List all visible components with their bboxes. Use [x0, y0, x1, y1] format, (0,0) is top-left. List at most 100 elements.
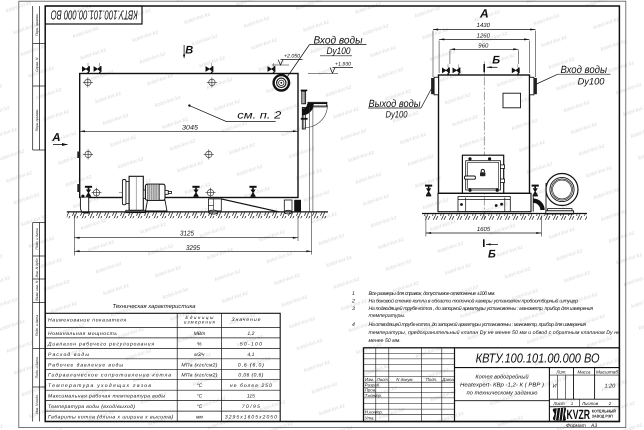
svg-text:Наименование показателя: Наименование показателя	[48, 318, 126, 324]
svg-text:Б: Б	[488, 249, 496, 261]
svg-text:МПа (кгс/см2): МПа (кгс/см2)	[181, 362, 217, 368]
svg-text:Вход воды: Вход воды	[561, 64, 608, 76]
svg-text:1,2: 1,2	[247, 331, 254, 337]
svg-text:Справ. N: Справ. N	[35, 57, 39, 72]
svg-text:Масса: Масса	[578, 370, 592, 375]
svg-text:Взам. инв. N: Взам. инв. N	[35, 280, 39, 300]
svg-text:А: А	[479, 7, 489, 21]
svg-text:Подп. и дата: Подп. и дата	[35, 315, 39, 336]
svg-text:На боковой стенке котла в обла: На боковой стенке котла в области топочн…	[369, 299, 579, 305]
svg-text:А3: А3	[590, 423, 597, 429]
svg-text:Единицы: Единицы	[185, 315, 214, 320]
svg-text:Инв. N подл.: Инв. N подл.	[35, 394, 39, 414]
svg-text:Вход воды: Вход воды	[314, 35, 363, 47]
svg-text:Подп.: Подп.	[426, 377, 437, 382]
svg-text:2: 2	[608, 401, 612, 406]
svg-text:температуры.: температуры.	[369, 313, 406, 319]
svg-text:1:20: 1:20	[604, 383, 616, 389]
svg-text:+2.050: +2.050	[284, 54, 300, 60]
svg-text:Котел водогрейный: Котел водогрейный	[475, 374, 528, 381]
svg-text:1: 1	[352, 291, 355, 297]
svg-text:Формат: Формат	[566, 423, 586, 429]
svg-text:Т.контр.: Т.контр.	[365, 393, 382, 398]
svg-text:0,6 (6,0): 0,6 (6,0)	[238, 362, 264, 368]
svg-text:Гидравлическое сопротивление к: Гидравлическое сопротивление котла	[48, 373, 171, 379]
svg-text:1605: 1605	[477, 226, 491, 233]
svg-text:Heatexpert- КВр -1,2- К ( РВР: Heatexpert- КВр -1,2- К ( РВР )	[460, 381, 544, 388]
svg-text:Рабочее давление воды: Рабочее давление воды	[48, 362, 123, 368]
svg-text:3: 3	[352, 306, 355, 312]
svg-text:0,06 (0,6): 0,06 (0,6)	[238, 373, 263, 379]
svg-text:115: 115	[247, 394, 255, 400]
svg-text:Разраб.: Разраб.	[365, 382, 381, 387]
svg-text:4,1: 4,1	[247, 352, 254, 358]
svg-text:°С: °С	[197, 394, 203, 400]
svg-text:3125: 3125	[180, 230, 194, 237]
svg-text:МВт: МВт	[194, 331, 206, 337]
svg-text:Масштаб: Масштаб	[596, 370, 619, 375]
svg-text:4: 4	[352, 322, 355, 328]
svg-text:Перв. примен.: Перв. примен.	[35, 13, 39, 36]
svg-text:+1.930: +1.930	[335, 62, 351, 68]
svg-text:Н.контр.: Н.контр.	[365, 410, 383, 415]
svg-text:Температура уходящих газов: Температура уходящих газов	[48, 383, 151, 389]
svg-text:Перв. примен.: Перв. примен.	[35, 109, 39, 132]
svg-text:На подводящей трубе котла ,: На подводящей трубе котла , до запорной …	[369, 306, 594, 312]
svg-text:Листов: Листов	[581, 401, 599, 406]
svg-text:Расход воды: Расход воды	[48, 352, 89, 358]
svg-text:Лит.: Лит.	[555, 370, 566, 375]
svg-text:Выход воды: Выход воды	[369, 98, 421, 110]
svg-text:Все размеры для справок, допус: Все размеры для справок, допустимое откл…	[369, 291, 496, 297]
svg-text:°С: °С	[197, 404, 203, 410]
svg-text:м3/ч: м3/ч	[194, 352, 205, 358]
svg-text:3045: 3045	[182, 124, 198, 131]
svg-text:А: А	[51, 132, 60, 144]
svg-text:1: 1	[571, 401, 574, 406]
svg-text:Подп. и дата: Подп. и дата	[35, 228, 39, 249]
svg-text:Габариты котла (длина х ширина: Габариты котла (длина х ширина х высота)	[48, 415, 173, 421]
svg-text:Б: Б	[492, 54, 500, 66]
svg-text:Dy100: Dy100	[578, 77, 606, 88]
svg-text:На отводящей трубе котла ,до з: На отводящей трубе котла ,до запорной ар…	[369, 322, 587, 328]
svg-text:МПа (кгс/см2): МПа (кгс/см2)	[181, 373, 217, 379]
svg-text:Дата: Дата	[441, 377, 454, 382]
svg-text:KVZR: KVZR	[567, 407, 591, 422]
svg-text:Подп. и дата: Подп. и дата	[35, 357, 39, 378]
svg-text:Утв.: Утв.	[365, 415, 375, 420]
svg-text:3295: 3295	[186, 245, 200, 252]
svg-text:N докум.: N докум.	[396, 377, 413, 382]
svg-text:°С: °С	[197, 383, 203, 389]
svg-text:Номинальная мощность: Номинальная мощность	[48, 331, 117, 337]
svg-text:не более 250: не более 250	[230, 383, 272, 389]
svg-text:по техническому заданию: по техническому заданию	[467, 390, 539, 397]
svg-text:70/95: 70/95	[242, 404, 260, 410]
svg-text:Dy100: Dy100	[327, 46, 352, 57]
svg-text:%: %	[197, 341, 202, 347]
svg-text:Лист: Лист	[376, 377, 388, 382]
svg-text:Максимальная рабочая температу: Максимальная рабочая температура воды	[48, 394, 165, 400]
svg-text:КВТУ.100.101.00.000 ВО: КВТУ.100.101.00.000 ВО	[476, 351, 600, 366]
svg-text:50-100: 50-100	[240, 341, 262, 347]
svg-text:Dy100: Dy100	[386, 109, 409, 120]
svg-text:мм: мм	[196, 415, 203, 421]
svg-text:960: 960	[478, 42, 489, 49]
svg-text:КВТУ.100.101.00.000 ВО: КВТУ.100.101.00.000 ВО	[51, 8, 138, 23]
svg-text:КОТЕЛЬНЫЙ: КОТЕЛЬНЫЙ	[592, 409, 616, 414]
svg-text:В: В	[185, 44, 193, 56]
svg-text:менее 50 мм.: менее 50 мм.	[369, 338, 401, 344]
svg-text:Техническая характеристика: Техническая характеристика	[113, 304, 197, 310]
svg-text:Изм.: Изм.	[365, 377, 374, 382]
svg-text:ЗАВОД РЭП: ЗАВОД РЭП	[592, 414, 613, 419]
svg-text:температуры, предохранительный: температуры, предохранительный клапан Dу…	[369, 330, 621, 336]
svg-text:Лист: Лист	[552, 401, 565, 406]
svg-text:измерения: измерения	[184, 320, 216, 325]
svg-text:Значение: Значение	[232, 317, 261, 323]
svg-text:Пров.: Пров.	[365, 388, 376, 393]
svg-text:3295х1605х2050: 3295х1605х2050	[225, 415, 277, 421]
svg-text:1430: 1430	[477, 22, 491, 29]
svg-text:2: 2	[351, 299, 355, 305]
svg-text:Инв. N дубл.: Инв. N дубл.	[35, 258, 39, 278]
svg-text:Температура воды (вход/выход): Температура воды (вход/выход)	[48, 404, 135, 410]
svg-text:И: И	[553, 384, 557, 390]
svg-text:1260: 1260	[477, 32, 491, 39]
